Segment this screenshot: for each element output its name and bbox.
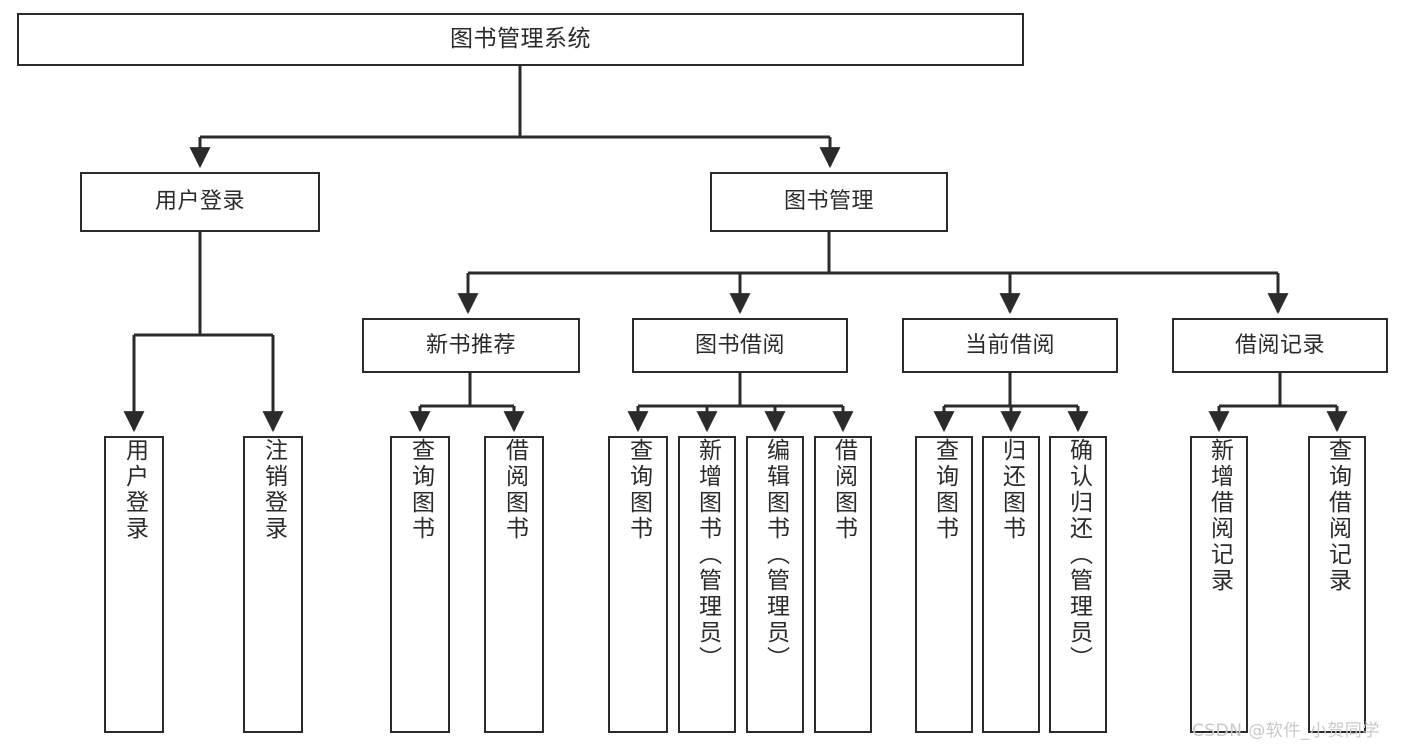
leaf-new-borrow-book-label: 借阅图书: [501, 438, 528, 542]
node-user-login-label: 用户登录: [154, 189, 245, 215]
leaf-borrow-add-book-label: 新增图书（管理员）: [694, 438, 721, 672]
leaf-new-query-book-label: 查询图书: [407, 438, 434, 542]
node-book-borrow[interactable]: 图书借阅: [632, 318, 848, 373]
node-borrow-record-label: 借阅记录: [1234, 332, 1325, 358]
leaf-borrow-borrow-book[interactable]: 借阅图书: [814, 436, 872, 733]
leaf-user-logout[interactable]: 注销登录: [243, 436, 303, 733]
node-new-book-recommend[interactable]: 新书推荐: [362, 318, 580, 373]
node-root-label: 图书管理系统: [450, 26, 591, 53]
leaf-current-return-book[interactable]: 归还图书: [982, 436, 1040, 733]
node-book-borrow-label: 图书借阅: [694, 332, 785, 358]
leaf-record-add[interactable]: 新增借阅记录: [1190, 436, 1248, 733]
csdn-watermark: CSDN @软件_小贺同学: [1192, 721, 1380, 741]
node-current-borrow[interactable]: 当前借阅: [902, 318, 1118, 373]
leaf-new-query-book[interactable]: 查询图书: [390, 436, 450, 733]
node-book-management[interactable]: 图书管理: [710, 172, 948, 232]
leaf-current-confirm-return[interactable]: 确认归还（管理员）: [1049, 436, 1107, 733]
node-new-book-recommend-label: 新书推荐: [425, 332, 516, 358]
leaf-record-query[interactable]: 查询借阅记录: [1308, 436, 1366, 733]
leaf-user-login[interactable]: 用户登录: [104, 436, 164, 733]
leaf-borrow-edit-book-label: 编辑图书（管理员）: [762, 438, 789, 672]
leaf-current-query-book-label: 查询图书: [931, 438, 958, 542]
leaf-borrow-query-book-label: 查询图书: [625, 438, 652, 542]
leaf-user-login-label: 用户登录: [121, 438, 148, 542]
leaf-new-borrow-book[interactable]: 借阅图书: [484, 436, 544, 733]
leaf-current-confirm-return-label: 确认归还（管理员）: [1065, 438, 1092, 672]
node-user-login[interactable]: 用户登录: [80, 172, 320, 232]
node-book-management-label: 图书管理: [783, 189, 874, 215]
node-current-borrow-label: 当前借阅: [964, 332, 1055, 358]
leaf-user-logout-label: 注销登录: [260, 438, 287, 542]
leaf-current-query-book[interactable]: 查询图书: [915, 436, 973, 733]
leaf-record-query-label: 查询借阅记录: [1324, 438, 1351, 594]
leaf-current-return-book-label: 归还图书: [998, 438, 1025, 542]
node-borrow-record[interactable]: 借阅记录: [1172, 318, 1388, 373]
node-root[interactable]: 图书管理系统: [17, 13, 1024, 66]
leaf-borrow-add-book[interactable]: 新增图书（管理员）: [678, 436, 736, 733]
leaf-borrow-query-book[interactable]: 查询图书: [608, 436, 668, 733]
leaf-borrow-borrow-book-label: 借阅图书: [830, 438, 857, 542]
leaf-record-add-label: 新增借阅记录: [1206, 438, 1233, 594]
leaf-borrow-edit-book[interactable]: 编辑图书（管理员）: [746, 436, 804, 733]
